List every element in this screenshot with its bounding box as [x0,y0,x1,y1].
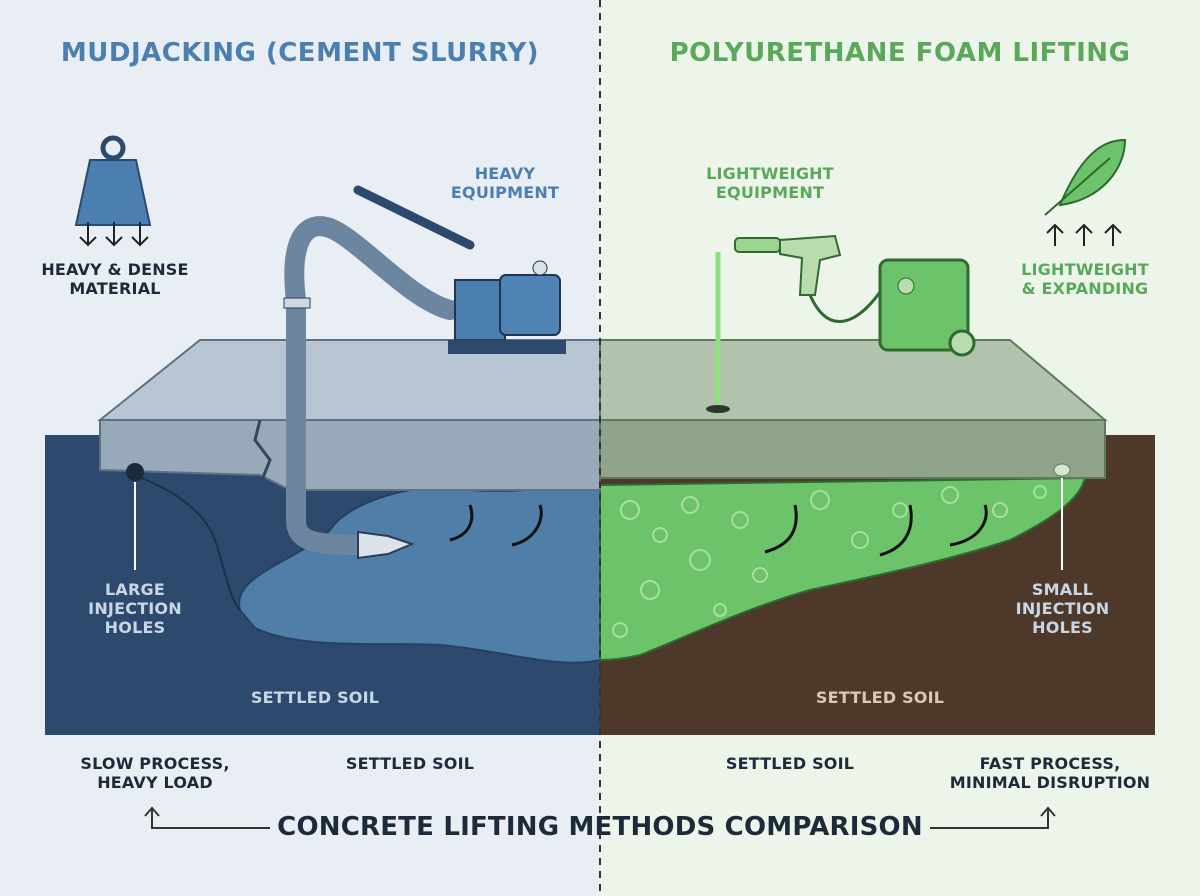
pump-body [454,279,506,341]
settled-soil-bottom-left: SETTLED SOIL [345,754,475,773]
settled-void-line-left [119,469,241,611]
foam-gun-nozzle [734,237,781,253]
settled-soil-bottom-right: SETTLED SOIL [725,754,855,773]
large-injection-hole [126,463,144,481]
lift-arrows-left [449,504,543,547]
slab-crack [253,419,272,481]
foam-cart-wheel [948,329,976,357]
small-injection-holes-label: SMALL INJECTION HOLES [1015,580,1110,638]
lightweight-equipment-label: LIGHTWEIGHT EQUIPMENT [706,164,834,203]
lightweight-material-label: LIGHTWEIGHT & EXPANDING [1021,260,1149,299]
polyurethane-foam-layer [599,476,1087,662]
mudjacking-title: MUDJACKING (CEMENT SLURRY) [60,38,540,68]
foam-cart-gauge-icon [897,277,915,295]
pump-handle [353,185,475,250]
footer-bracket-right [930,806,1056,829]
slow-process-label: SLOW PROCESS, HEAVY LOAD [80,754,230,793]
comparison-title: CONCRETE LIFTING METHODS COMPARISON [277,812,923,842]
footer-bracket-left [144,806,270,829]
pump-base [448,340,566,354]
settled-soil-label-left: SETTLED SOIL [250,688,380,707]
foam-gun-body [779,234,842,296]
lift-arrows-right [764,504,988,557]
settled-soil-label-right: SETTLED SOIL [815,688,945,707]
slurry-hose [284,216,460,555]
large-injection-holes-label: LARGE INJECTION HOLES [88,580,182,638]
weight-icon [74,135,152,226]
foam-lifting-title: POLYURETHANE FOAM LIFTING [669,38,1131,68]
pump-motor [499,274,561,336]
hose-clamp [283,297,311,309]
down-arrows-icon [79,222,149,247]
fast-process-label: FAST PROCESS, MINIMAL DISRUPTION [949,754,1151,793]
foam-feed-line [808,291,882,323]
foam-bubbles [612,485,1047,638]
right-slab-front [599,419,1106,479]
injection-nozzle [357,530,415,560]
up-arrows-icon [1046,223,1122,246]
feather-icon [1044,138,1127,216]
foam-injection-port [706,405,730,413]
heavy-equipment-label: HEAVY EQUIPMENT [450,164,560,203]
heavy-material-label: HEAVY & DENSE MATERIAL [41,260,189,299]
pump-gauge-icon [532,260,548,276]
small-injection-hole [1053,463,1071,477]
